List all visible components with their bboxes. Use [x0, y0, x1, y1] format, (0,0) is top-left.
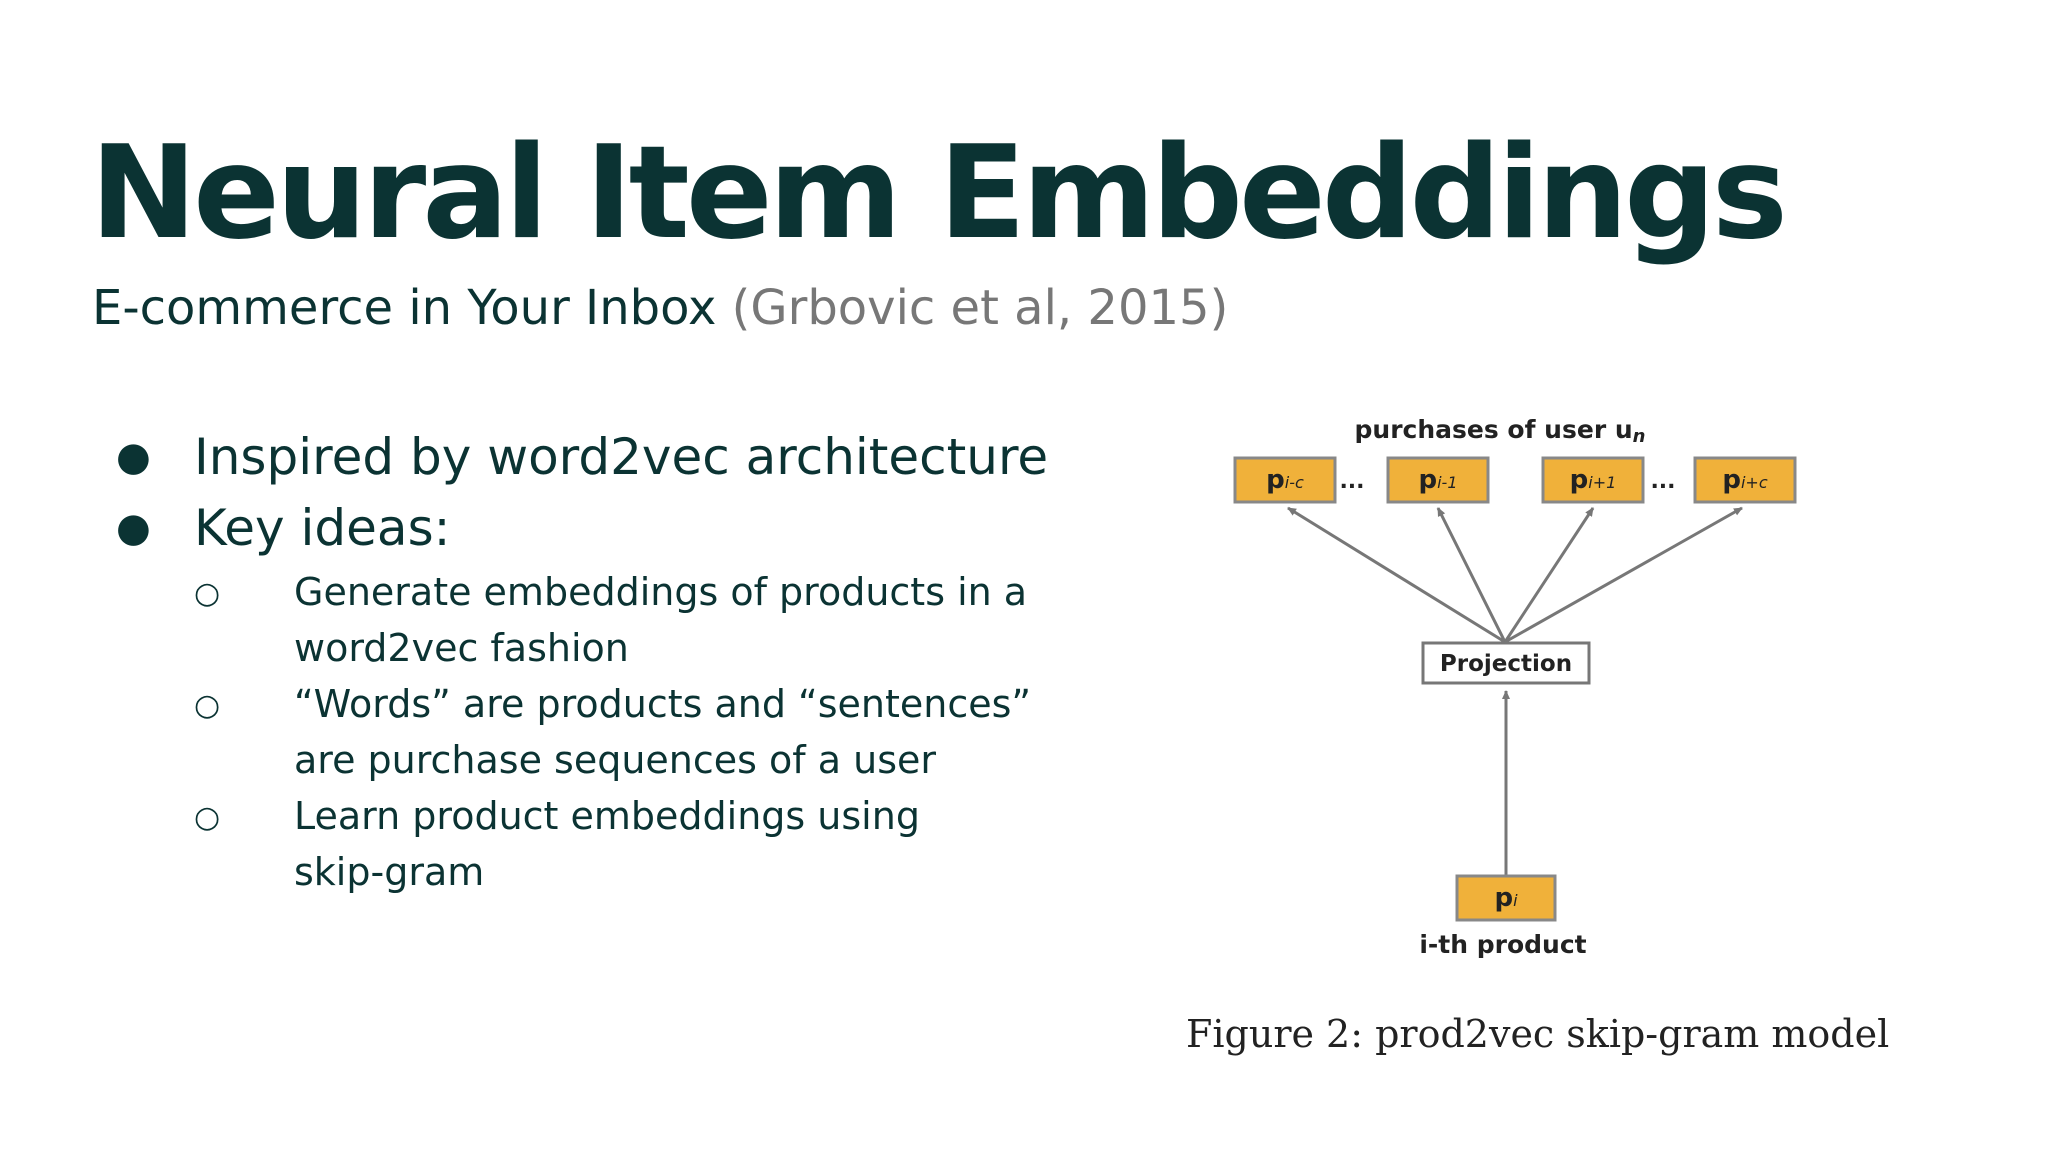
svg-text:pi+c: pi+c	[1722, 465, 1767, 495]
slide-subtitle: E-commerce in Your Inbox (Grbovic et al,…	[92, 282, 1228, 335]
bullet-text: Inspired by word2vec architecture	[194, 428, 1049, 486]
ellipsis: ...	[1650, 469, 1675, 494]
sub-bullet-marker: ○	[194, 800, 221, 835]
bullet-text: Key ideas:	[194, 499, 451, 557]
sub-bullet-line: Generate embeddings of products in a	[294, 570, 1028, 614]
subtitle-text: E-commerce in Your Inbox	[92, 280, 717, 336]
context-node: pi-c	[1233, 456, 1337, 504]
sub-bullet-marker: ○	[194, 688, 221, 723]
arrow	[1287, 506, 1506, 644]
bullet-item: ● Inspired by word2vec architecture	[110, 422, 1120, 493]
diagram-top-label: purchases of user un	[1355, 415, 1646, 447]
sub-bullet-item: ○ Learn product embeddings using skip-gr…	[194, 788, 1120, 900]
ellipsis: ...	[1339, 469, 1364, 494]
svg-text:pi+1: pi+1	[1570, 465, 1617, 495]
sub-bullet-line: “Words” are products and “sentences”	[294, 682, 1032, 726]
svg-text:pi-1: pi-1	[1418, 465, 1457, 495]
bullet-marker: ●	[116, 434, 151, 480]
sub-bullet-line: word2vec fashion	[294, 626, 629, 670]
bullet-marker: ●	[116, 505, 151, 551]
svg-text:Projection: Projection	[1440, 651, 1572, 677]
slide-title: Neural Item Embeddings	[90, 119, 1788, 268]
bullet-item: ● Key ideas: ○ Generate embeddings of pr…	[110, 493, 1120, 900]
skipgram-diagram: purchases of user un pi-c ... pi-1 pi+1 …	[1233, 415, 1797, 959]
svg-text:pi-c: pi-c	[1266, 465, 1304, 495]
sub-bullet-marker: ○	[194, 576, 221, 611]
sub-bullet-line: skip-gram	[294, 850, 485, 894]
arrow	[1504, 506, 1743, 644]
input-label: i-th product	[1419, 930, 1586, 959]
projection-node: Projection	[1421, 641, 1591, 685]
figure-caption: Figure 2: prod2vec skip-gram model	[1186, 1012, 1890, 1056]
svg-text:pi: pi	[1494, 883, 1518, 913]
sub-bullet-item: ○ Generate embeddings of products in a w…	[194, 564, 1120, 676]
subtitle-citation: (Grbovic et al, 2015)	[731, 280, 1229, 336]
context-node: pi-1	[1386, 456, 1490, 504]
sub-bullet-line: are purchase sequences of a user	[294, 738, 936, 782]
sub-bullet-item: ○ “Words” are products and “sentences” a…	[194, 676, 1120, 788]
input-node: pi	[1455, 874, 1557, 922]
arrow	[1503, 507, 1595, 643]
context-node: pi+c	[1693, 456, 1797, 504]
sub-bullet-line: Learn product embeddings using	[294, 794, 920, 838]
bullet-list: ● Inspired by word2vec architecture ● Ke…	[110, 422, 1120, 900]
sub-bullet-list: ○ Generate embeddings of products in a w…	[194, 564, 1120, 900]
context-node: pi+1	[1541, 456, 1645, 504]
arrow	[1436, 507, 1507, 643]
